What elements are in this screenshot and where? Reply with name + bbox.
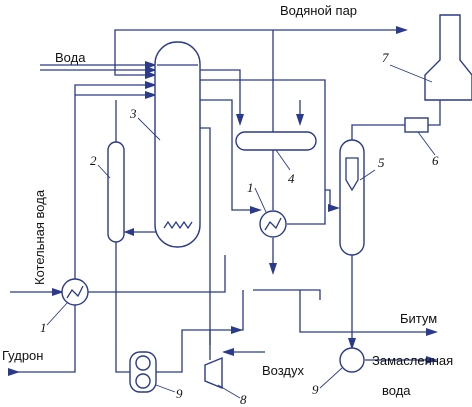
col2-return-arrow: [124, 228, 134, 236]
number-5: 5: [378, 155, 385, 170]
bitumen-arrow: [426, 328, 438, 336]
column-5: [339, 139, 365, 256]
tar-feed-arrow: [145, 81, 157, 89]
column-3: [154, 41, 201, 248]
steam-branch-line: [114, 55, 155, 76]
tar-inlet-arrow: [8, 368, 20, 376]
heat-exchanger-1-left: [61, 278, 89, 306]
number-7: 7: [382, 50, 389, 65]
col5-bottom-arrow: [348, 338, 356, 350]
number-1-right: 1: [247, 180, 254, 195]
number-8: 8: [240, 392, 247, 407]
sep6-to-tank7: [428, 100, 441, 126]
leader-lines: [46, 64, 436, 399]
label-air: Воздух: [262, 363, 305, 378]
col5-top-line: [351, 124, 405, 140]
exchanger2-right: [180, 79, 326, 225]
column-2: [107, 141, 125, 243]
separator-4: [235, 131, 317, 151]
sep4-inlet-arrow: [236, 114, 244, 126]
tar-inlet-line: [10, 305, 76, 373]
number-9-left: 9: [176, 386, 183, 401]
number-2: 2: [90, 153, 97, 168]
label-boiler-water: Котельная вода: [32, 189, 47, 285]
exchanger1-out-line: [88, 255, 226, 293]
col3-vapor-to-sep4: [200, 69, 241, 118]
exchanger2-in-arrow: [250, 206, 262, 214]
boiler-water-arrow: [52, 288, 64, 296]
bitumen-branch: [253, 289, 321, 300]
pump9-left-discharge: [156, 329, 210, 373]
label-bitumen: Битум: [400, 311, 437, 326]
pump-9-right: [339, 347, 365, 373]
recycle-arrow: [145, 91, 157, 99]
steam-header-line: [114, 29, 400, 55]
compressor-out-line: [209, 290, 244, 360]
piping: [8, 26, 441, 376]
equipment-numbers: 1 2 3 4 1 5 6 7 8 9 9: [40, 50, 439, 407]
label-oily-water-1: Замасленная: [372, 353, 453, 368]
pump9-left-line: [115, 345, 130, 373]
separator-6: [404, 117, 429, 133]
steam-out-arrow: [396, 26, 408, 34]
compressor-8: [204, 356, 223, 390]
oily-water-arrow: [426, 356, 438, 364]
label-water-steam: Водяной пар: [280, 3, 357, 18]
number-6: 6: [432, 153, 439, 168]
col3-to-exchanger2: [200, 99, 259, 211]
heat-exchanger-1-right: [259, 210, 287, 238]
number-4: 4: [288, 171, 295, 186]
label-tar: Гудрон: [2, 348, 43, 363]
air-inlet-arrow: [222, 348, 234, 356]
steam-branch-arrow: [145, 71, 157, 79]
col5-feed-arrow: [328, 204, 340, 212]
number-3: 3: [129, 106, 137, 121]
equipment: [61, 14, 472, 393]
number-1-left: 1: [40, 320, 47, 335]
exchanger2-out-arrow: [269, 263, 277, 275]
stream-labels: Водяной пар Вода Котельная вода Гудрон Б…: [2, 3, 453, 398]
bitumen-line: [299, 290, 430, 333]
pump-9-left: [129, 351, 157, 393]
label-oily-water-2: вода: [382, 383, 411, 398]
tar-feed-riser: [74, 84, 155, 292]
compressor-out-arrow: [231, 326, 243, 334]
tank-7: [424, 14, 472, 101]
label-water: Вода: [55, 50, 86, 65]
number-9-right: 9: [312, 382, 319, 397]
sep4-inlet-arrow-2: [296, 114, 304, 126]
